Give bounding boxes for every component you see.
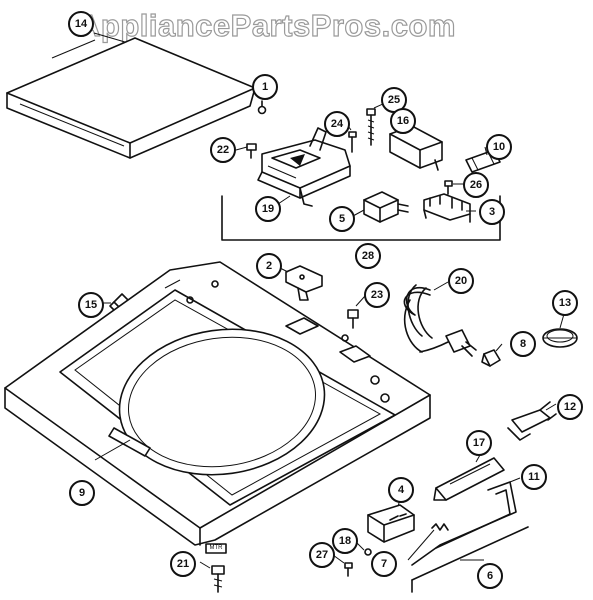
actuator-part-4: [367, 504, 415, 543]
watermark-logo: AppliancePartsPros.com: [77, 7, 456, 43]
callout-6: 6: [477, 563, 503, 589]
callout-12: 12: [557, 394, 583, 420]
callout-1: 1: [252, 74, 278, 100]
callout-28: 28: [355, 243, 381, 269]
callout-7: 7: [371, 551, 397, 577]
power-cord-part-20: [403, 284, 477, 357]
leader-lines: [93, 32, 565, 569]
clip-part-2: [285, 265, 323, 301]
callout-19: 19: [255, 196, 281, 222]
callout-16: 16: [390, 108, 416, 134]
top-panel-part-9: [4, 261, 431, 546]
spring-part-7: [431, 523, 449, 531]
switch-part-5: [363, 191, 409, 223]
callout-11: 11: [521, 464, 547, 490]
screw-part-18: [364, 548, 372, 556]
callout-27: 27: [309, 542, 335, 568]
terminal-part-3: [423, 193, 471, 223]
screw-part-26: [444, 180, 453, 195]
callout-5: 5: [329, 206, 355, 232]
callout-17: 17: [466, 430, 492, 456]
screw-part-27: [344, 562, 353, 577]
bracket-part-19: [257, 127, 351, 207]
callout-18: 18: [332, 528, 358, 554]
group-bracket-6: [411, 526, 529, 593]
callout-10: 10: [486, 134, 512, 160]
callout-9: 9: [69, 480, 95, 506]
callout-8: 8: [510, 331, 536, 357]
screw-part-22: [246, 143, 257, 159]
grommet-part-8: [481, 349, 501, 367]
callout-21: 21: [170, 551, 196, 577]
callout-24: 24: [324, 111, 350, 137]
screw-part-21: [205, 543, 227, 593]
callout-26: 26: [463, 172, 489, 198]
clamp-part-12: [507, 401, 557, 441]
lever-part-17: [433, 457, 505, 501]
callout-14: 14: [68, 11, 94, 37]
callout-13: 13: [552, 290, 578, 316]
callout-4: 4: [388, 477, 414, 503]
callout-15: 15: [78, 292, 104, 318]
ring-part-13: [542, 328, 578, 348]
screw-part-23: [347, 309, 359, 329]
callout-20: 20: [448, 268, 474, 294]
callout-23: 23: [364, 282, 390, 308]
lid-part: [6, 37, 256, 159]
bracket-part-11: [411, 481, 517, 566]
screw-part-24: [348, 131, 357, 153]
screw-tag-label: MTR: [209, 545, 223, 551]
callout-22: 22: [210, 137, 236, 163]
callout-3: 3: [479, 199, 505, 225]
callout-2: 2: [256, 253, 282, 279]
screw-part-25: [366, 108, 376, 146]
